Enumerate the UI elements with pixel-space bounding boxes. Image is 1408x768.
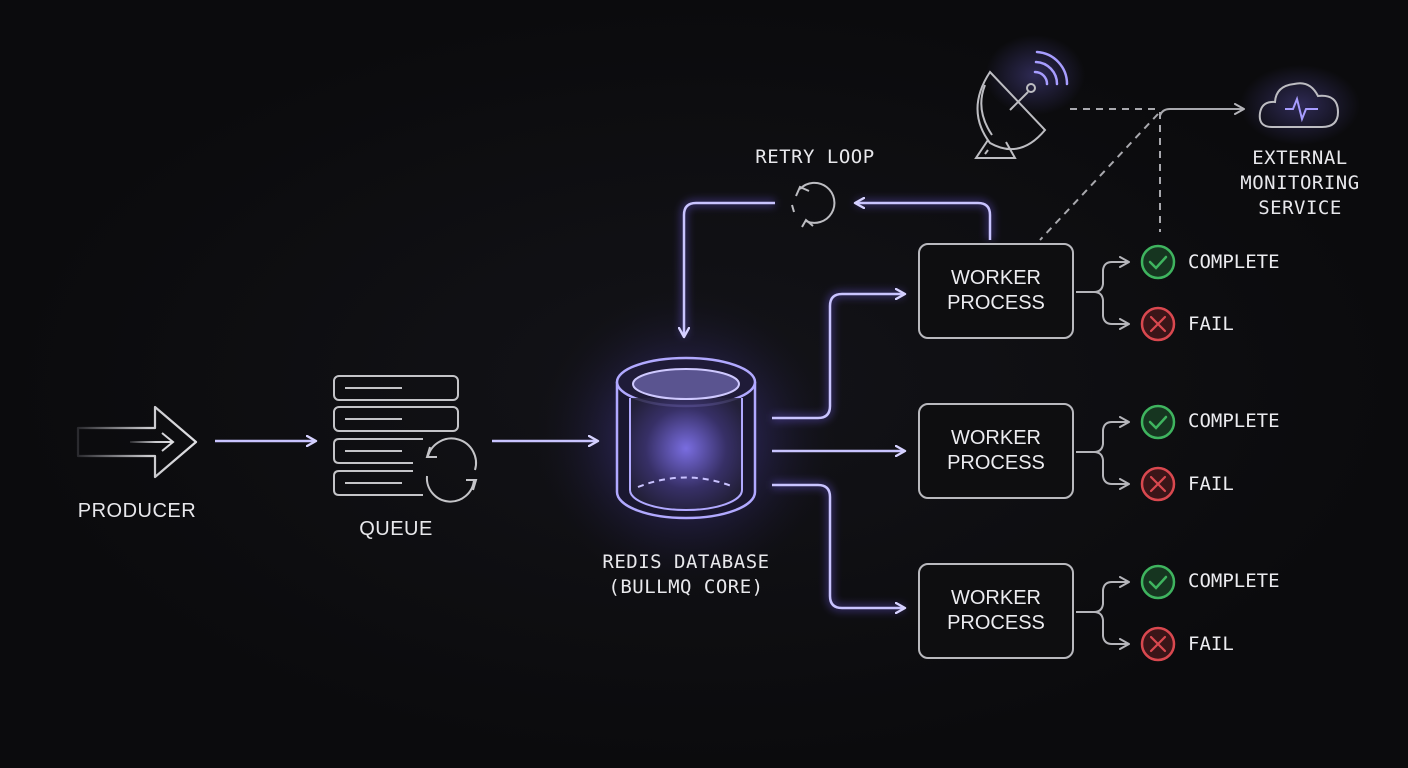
signal-waves-icon [1033,50,1069,86]
check-icon [1148,575,1168,590]
check-circle-icon [1140,564,1176,600]
outcome-fail-label: FAIL [1188,313,1234,335]
cloud-glow [1240,65,1360,145]
branch-to-fail [1093,451,1130,490]
signal-glow [985,35,1085,115]
outcome-complete-label: COMPLETE [1188,410,1280,432]
x-icon [1149,635,1167,653]
check-icon [1148,415,1168,430]
satellite-dish-icon [974,70,1047,159]
outcome-complete-label: COMPLETE [1188,251,1280,273]
monitoring-connector [1039,103,1245,241]
check-icon [1148,255,1168,270]
x-icon [1149,475,1167,493]
branch-to-complete [1076,576,1130,613]
outcome-branches [1076,244,1176,662]
queue-label: QUEUE [359,518,433,540]
check-circle-icon [1140,404,1176,440]
outcome-complete-label: COMPLETE [1188,570,1280,592]
worker-label: WORKER PROCESS [947,587,1045,634]
branch-to-fail [1093,291,1130,330]
database-cylinder-icon [615,356,757,520]
outcome-fail-label: FAIL [1188,633,1234,655]
worker-label: WORKER PROCESS [947,427,1045,474]
redis-to-worker-3-connector [772,481,904,608]
check-circle-icon [1140,244,1176,280]
cloud-pulse-icon [1258,82,1340,128]
retry-loop-label: RETRY LOOP [755,146,875,168]
monitoring-label: EXTERNAL MONITORING SERVICE [1240,147,1360,219]
worker-process-1[interactable]: WORKER PROCESS [918,243,1074,339]
x-icon [1149,315,1167,333]
worker-label: WORKER PROCESS [947,267,1045,314]
branch-to-complete [1076,256,1130,293]
arrow-right-icon [76,405,198,479]
branch-to-complete [1076,416,1130,453]
outcome-fail-label: FAIL [1188,473,1234,495]
retry-icon [791,181,836,228]
worker-process-2[interactable]: WORKER PROCESS [918,403,1074,499]
queue-stack-icon [333,375,478,503]
branch-to-fail [1093,611,1130,650]
queue-refresh-icon [425,437,478,503]
worker-process-3[interactable]: WORKER PROCESS [918,563,1074,659]
producer-label: PRODUCER [77,500,197,522]
redis-label: REDIS DATABASE (BULLMQ CORE) [602,551,770,598]
retry-loop-connector [684,203,994,336]
redis-to-worker-1-connector [772,294,904,422]
